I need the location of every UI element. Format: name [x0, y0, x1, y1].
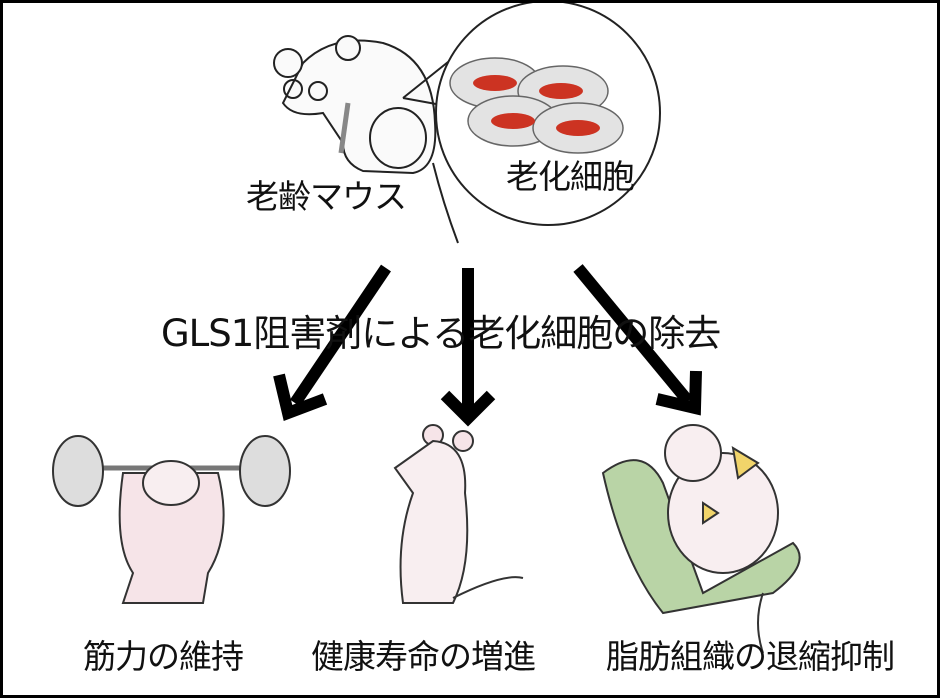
fat-mouse-in-chair [601, 424, 801, 654]
diagram-illustration [52, 3, 801, 654]
outcome-healthspan: 健康寿命の増進 [311, 637, 536, 676]
arrow-middle-head [440, 390, 496, 427]
outcome-adipose-atrophy-suppression: 脂肪組織の退縮抑制 [606, 637, 895, 676]
senescent-cells-label: 老化細胞 [506, 157, 635, 196]
arrows [273, 264, 702, 427]
arrow-right [573, 264, 693, 405]
arrow-left [290, 264, 391, 407]
arrow-right-head [655, 370, 702, 416]
treatment-label: GLS1阻害剤による老化細胞の除去 [161, 312, 721, 355]
healthy-mouse [393, 424, 524, 604]
senescent-cells-zoom [435, 3, 661, 226]
aged-mouse-label: 老齢マウス [246, 177, 407, 216]
outcome-muscle-strength: 筋力の維持 [83, 637, 244, 676]
arrow-left-head [273, 373, 328, 422]
weightlifting-mouse [52, 435, 291, 604]
aged-mouse [273, 35, 459, 244]
